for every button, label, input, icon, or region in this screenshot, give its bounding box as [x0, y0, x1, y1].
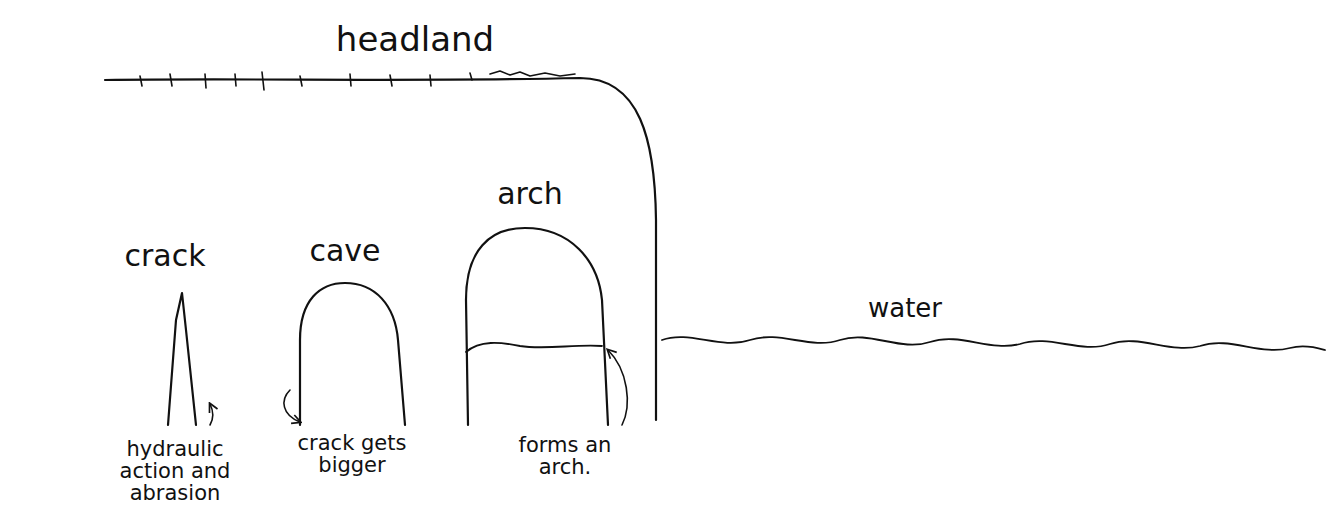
headland-label: headland — [285, 22, 545, 58]
process-note: forms an arch. — [505, 434, 625, 478]
annotation-arrow — [210, 404, 213, 425]
water-line — [662, 337, 1325, 350]
water-label: water — [835, 295, 975, 322]
stage-label: arch — [470, 178, 590, 210]
arch-shape — [466, 228, 608, 425]
arch-water-line — [466, 343, 602, 352]
stage-label: cave — [285, 235, 405, 267]
crack-shape — [168, 293, 196, 425]
stage-label: crack — [95, 240, 235, 272]
grass-ticks — [140, 71, 575, 90]
cave-shape — [300, 283, 405, 425]
process-note: hydraulic action and abrasion — [100, 438, 250, 504]
process-note: crack gets bigger — [287, 432, 417, 476]
annotation-arrow — [284, 390, 300, 422]
annotation-arrow — [608, 350, 627, 425]
